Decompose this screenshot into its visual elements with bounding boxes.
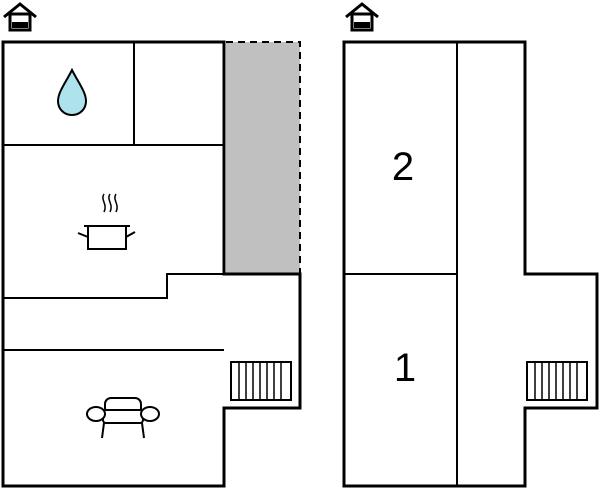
house-icon <box>345 2 379 32</box>
upper-floor-plan: 2 1 <box>342 2 599 488</box>
bedroom-1-label: 1 <box>394 346 416 390</box>
ground-floor-outer-wall <box>1 40 302 488</box>
upper-floor-outer-wall <box>342 40 599 488</box>
bathroom <box>56 67 88 117</box>
ground-floor-plan <box>1 2 302 488</box>
water-drop-icon <box>56 67 88 117</box>
stairs-icon <box>526 361 588 401</box>
stairs-icon <box>230 361 292 401</box>
house-icon <box>3 2 37 32</box>
living-room <box>86 397 160 439</box>
terrace <box>226 42 300 274</box>
kitchen-bottom-wall <box>3 273 224 299</box>
kitchen <box>77 193 136 250</box>
cooking-pot-icon <box>77 193 136 250</box>
bedroom-2-label: 2 <box>392 145 414 189</box>
armchair-icon <box>86 397 160 439</box>
